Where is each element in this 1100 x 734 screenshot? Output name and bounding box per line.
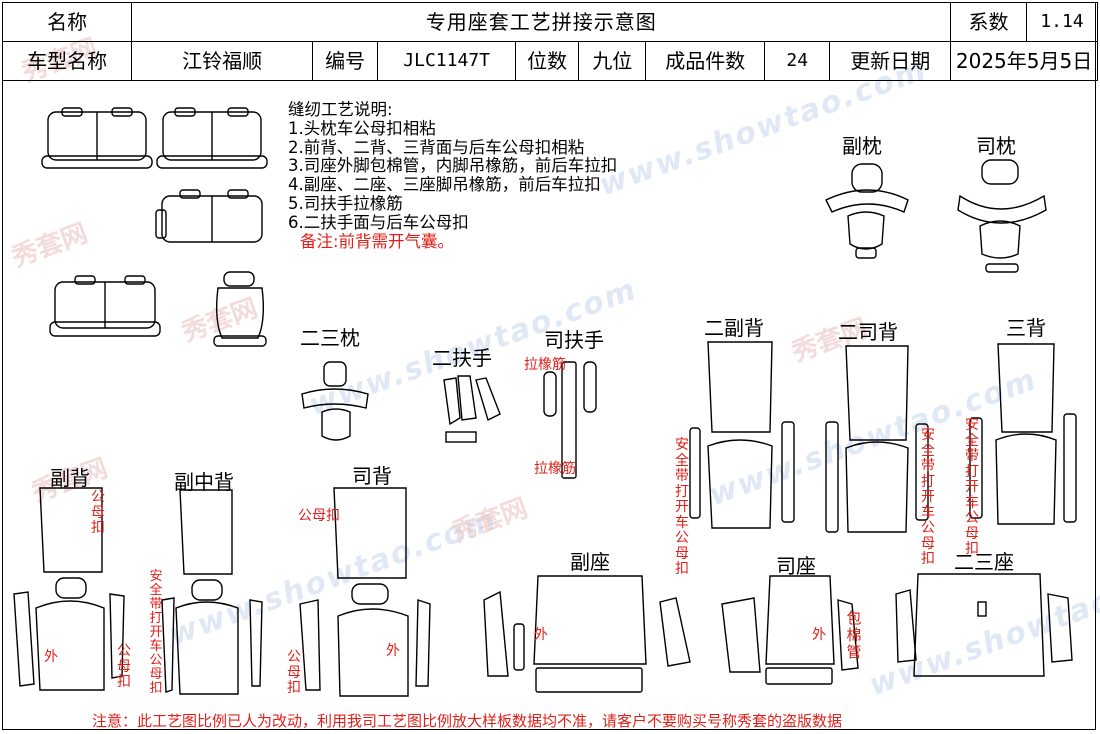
annotation-gong-mu-kou: 公母扣 (298, 508, 340, 524)
code-value: JLC1147T (377, 41, 517, 81)
coef-value: 1.14 (1025, 2, 1099, 42)
annotation-seatbelt: 安全带打开车公母扣 (149, 569, 163, 696)
er-san-zhen-pieces (301, 361, 369, 441)
pieces-label: 成品件数 (645, 41, 766, 81)
note-item: 3.司座外脚包棉管，内脚吊橡筋，前后车拉扣 (288, 156, 618, 176)
label-si-zhen: 司枕 (976, 134, 1016, 158)
note-item: 5.司扶手拉橡筋 (288, 193, 403, 213)
update-value: 2025年5月5日 (950, 41, 1098, 81)
label-er-san-zhen: 二三枕 (300, 326, 360, 350)
er-fu-shou-pieces (443, 375, 501, 443)
si-bei-pieces (299, 487, 431, 697)
seats-value: 九位 (578, 41, 647, 81)
annotation-la-xiang-jin: 拉橡筋 (524, 357, 566, 373)
annotation-wai: 外 (386, 643, 400, 659)
si-zhen-pieces (957, 159, 1047, 273)
fu-zhong-bei-pieces (161, 489, 263, 695)
note-item: 6.二扶手面与后车公母扣 (288, 212, 469, 232)
fu-bei-pieces (13, 487, 125, 691)
label-fu-zhong-bei: 副中背 (174, 470, 234, 494)
annotation-gong-mu-kou: 公母扣 (287, 649, 301, 696)
si-fu-shou-pieces (543, 361, 597, 479)
code-label: 编号 (311, 41, 379, 81)
annotation-gong-mu-kou: 公母扣 (117, 643, 131, 690)
label-si-fu-shou: 司扶手 (544, 328, 604, 352)
annotation-seatbelt: 安全带打开车公母扣 (921, 427, 935, 567)
notes-title: 缝纫工艺说明: (288, 100, 393, 119)
label-si-zuo: 司座 (776, 554, 816, 578)
label-si-bei: 司背 (352, 464, 392, 488)
seats-label: 位数 (515, 41, 580, 81)
header-table: 名称 专用座套工艺拼接示意图 系数 1.14 车型名称 江铃福顺 编号 JLC1… (1, 2, 1099, 81)
label-er-fu-bei: 二副背 (704, 316, 764, 340)
label-er-si-bei: 二司背 (838, 320, 898, 344)
note-item: 2.前背、二背、三背面与后车公母扣相粘 (288, 137, 585, 157)
page-title: 专用座套工艺拼接示意图 (131, 2, 952, 42)
annotation-seatbelt: 安全带打开车公母扣 (965, 417, 979, 557)
seat-thumbnail-bench (41, 107, 153, 169)
label-fu-zuo: 副座 (570, 550, 610, 574)
update-label: 更新日期 (829, 41, 952, 81)
note-item: 1.头枕车公母扣相粘 (288, 118, 436, 138)
si-zuo-pieces (721, 575, 859, 685)
model-label: 车型名称 (1, 41, 133, 81)
coef-label: 系数 (950, 2, 1027, 42)
pieces-value: 24 (764, 41, 831, 81)
annotation-bao-mian-guan: 包棉管 (846, 609, 862, 661)
notes-remark: 备注:前背需开气囊。 (300, 231, 455, 251)
er-san-zuo-pieces (895, 573, 1073, 677)
seat-thumbnail-bench (155, 189, 263, 243)
er-si-bei-pieces (825, 345, 929, 533)
er-fu-bei-pieces (689, 341, 795, 529)
san-bei-pieces (969, 343, 1077, 525)
annotation-wai: 外 (44, 649, 58, 665)
footer-warning: 注意：此工艺图比例已人为改动，利用我司工艺图比例放大样板数据均不准，请客户不要购… (92, 712, 843, 730)
seat-thumbnail-bench (156, 107, 268, 169)
note-item: 4.副座、二座、三座脚吊橡筋，前后车拉扣 (288, 175, 601, 195)
label-fu-bei: 副背 (50, 466, 90, 490)
label-san-bei: 三背 (1006, 316, 1046, 340)
fu-zhen-pieces (825, 163, 909, 259)
annotation-wai: 外 (812, 627, 826, 643)
seat-thumbnail-bench (49, 275, 161, 337)
annotation-la-xiang-jin: 拉橡筋 (534, 461, 576, 477)
seat-thumbnail-single (213, 271, 267, 347)
fu-zuo-pieces (483, 575, 691, 693)
model-value: 江铃福顺 (131, 41, 313, 81)
label-er-san-zuo: 二三座 (954, 550, 1014, 574)
sewing-notes: 缝纫工艺说明: 1.头枕车公母扣相粘 2.前背、二背、三背面与后车公母扣相粘 3… (288, 100, 618, 251)
label-fu-zhen: 副枕 (842, 134, 882, 158)
annotation-gong-mu-kou: 公母扣 (91, 489, 105, 536)
annotation-wai: 外 (534, 627, 548, 643)
label-er-fu-shou: 二扶手 (432, 346, 492, 370)
annotation-seatbelt: 安全带打开车公母扣 (675, 437, 689, 577)
